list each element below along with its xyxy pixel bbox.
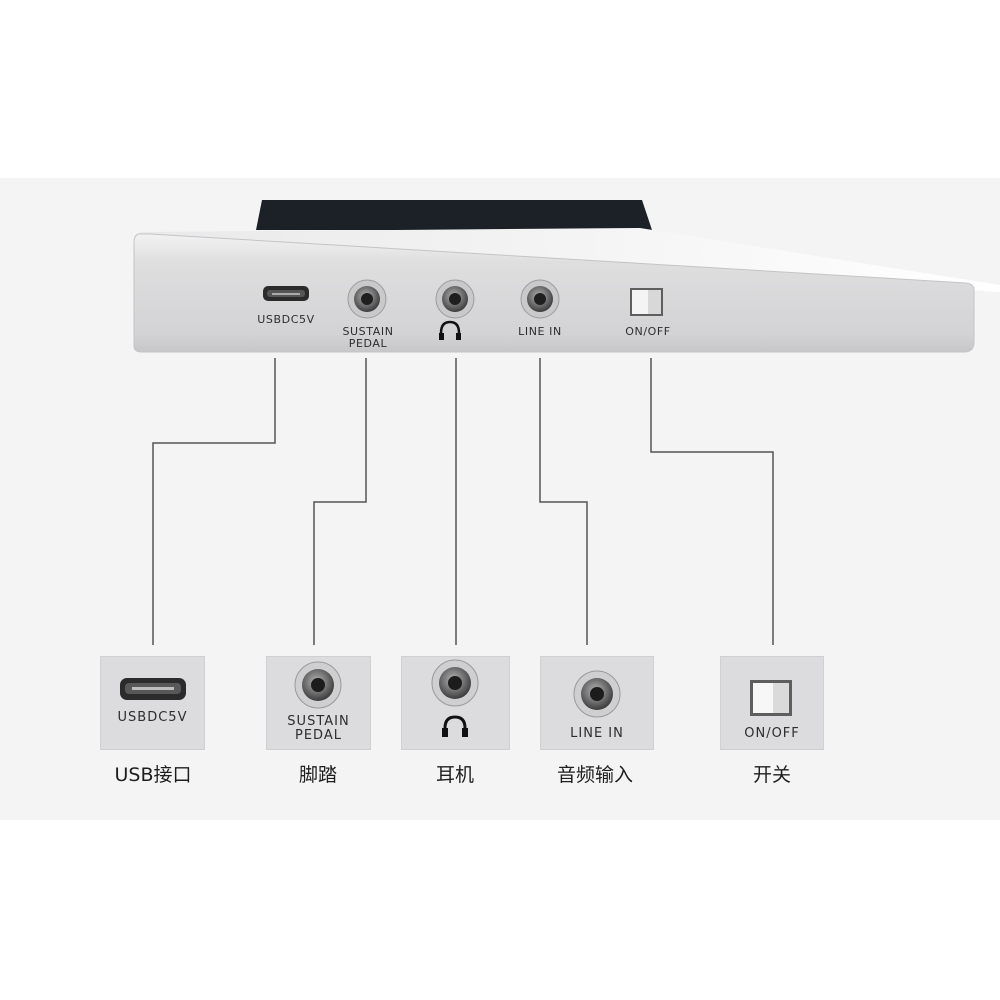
caption-usb: USB接口 (114, 764, 192, 786)
caption-sustain: 脚踏 (298, 764, 337, 786)
panel-sustain-label: SUSTAIN PEDAL (342, 325, 394, 350)
panel-onoff-label: ON/OFF (625, 325, 671, 338)
panel-usb-label: USBDC5V (257, 313, 315, 326)
keyboard-dark-edge (256, 200, 652, 230)
tile-line-in-label: LINE IN (570, 726, 624, 741)
caption-headphone: 耳机 (435, 764, 474, 786)
leader-line-line-in (539, 358, 588, 645)
panel-line-in-label: LINE IN (518, 325, 562, 338)
caption-onoff: 开关 (752, 764, 791, 786)
tile-line-in: LINE IN (540, 656, 654, 750)
tile-onoff: ON/OFF (720, 656, 824, 750)
panel-usb-port (263, 286, 309, 301)
tile-usb-label: USBDC5V (117, 710, 188, 725)
leader-line-usb (152, 358, 276, 645)
headphone-icon (439, 320, 461, 339)
tile-sustain: SUSTAIN PEDAL (266, 656, 371, 750)
tile-sustain-label: SUSTAIN PEDAL (287, 714, 350, 743)
panel-headphone-jack (435, 279, 475, 319)
tile-headphone (401, 656, 510, 750)
panel-sustain-jack (347, 279, 387, 319)
caption-line-in: 音频输入 (556, 764, 633, 786)
leader-line-onoff (650, 358, 774, 645)
panel-line-in-jack (520, 279, 560, 319)
tile-usb: USBDC5V (100, 656, 205, 750)
panel-power-switch (630, 288, 663, 316)
leader-lines (152, 358, 774, 645)
leader-line-sustain (313, 358, 367, 645)
tile-onoff-label: ON/OFF (744, 726, 800, 741)
